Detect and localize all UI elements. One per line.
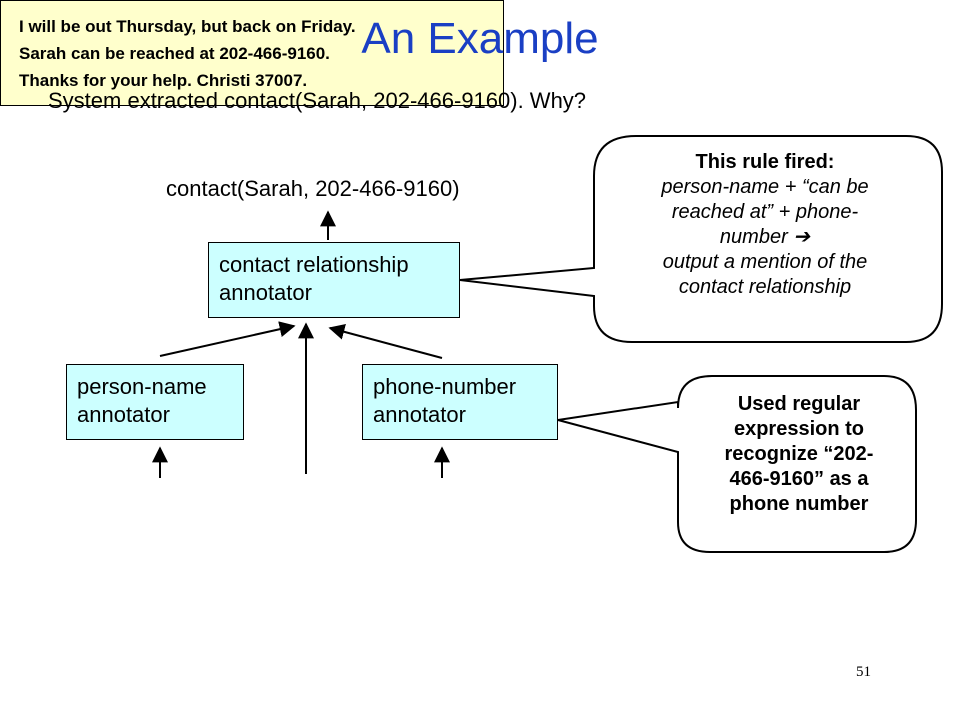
phone-annotator-box: phone-number annotator [362,364,558,440]
slide-subtitle: System extracted contact(Sarah, 202-466-… [48,88,587,113]
person-annotator-line-1: person-name [77,374,207,399]
contact-annotator-line-2: annotator [219,280,312,305]
rule-callout-line-1: person-name + “can be [661,176,869,198]
arrow-person-to-contact [159,321,296,357]
input-text-line-2: Sarah can be reached at 202-466-9160. [19,44,330,63]
rule-callout-line-5: contact relationship [678,276,852,298]
regex-callout-line-5: phone number [729,493,869,515]
rule-callout-line-2: reached at” + phone- [671,201,859,223]
input-text-box: I will be out Thursday, but back on Frid… [0,0,504,106]
person-annotator-box: person-name annotator [66,364,244,440]
regex-callout-text: Used regular expression to recognize “20… [682,392,916,517]
rule-callout-line-3: number ➔ [719,226,811,248]
regex-callout-line-4: 466-9160” as a [729,468,869,490]
regex-callout-line-3: recognize “202- [724,443,874,465]
arrow-phone-to-contact [328,323,443,359]
regex-callout-line-2: expression to [733,418,865,440]
rule-callout-bubble [459,135,943,343]
slide-title: An Example [361,14,599,63]
rule-callout-text: This rule fired: person-name + “can be r… [600,150,930,300]
output-relation-label: contact(Sarah, 202-466-9160) [166,176,460,201]
phone-annotator-line-1: phone-number [373,374,517,399]
rule-callout-heading: This rule fired: [695,151,835,173]
rule-callout-line-4: output a mention of the [662,251,868,273]
person-annotator-line-2: annotator [77,402,170,427]
input-text-line-3: Thanks for your help. Christi 37007. [19,71,308,90]
regex-callout-line-1: Used regular [737,393,861,415]
page-number: 51 [856,664,871,680]
phone-annotator-line-2: annotator [373,402,466,427]
input-text-line-1: I will be out Thursday, but back on Frid… [19,17,356,36]
contact-annotator-line-1: contact relationship [219,252,409,277]
contact-annotator-box: contact relationship annotator [208,242,460,318]
regex-callout-bubble [557,375,917,553]
